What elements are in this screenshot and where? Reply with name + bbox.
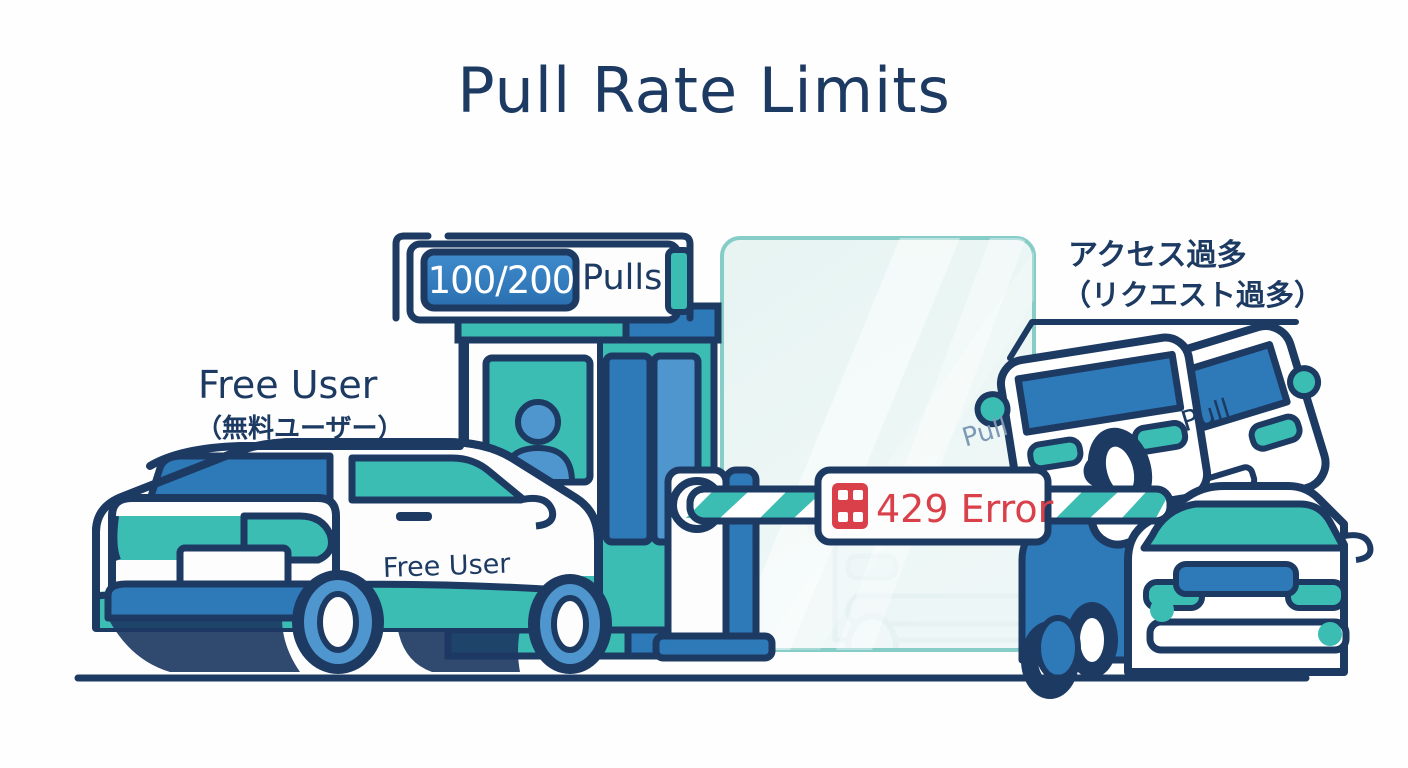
overflow-label-line1: アクセス過多 <box>1068 238 1247 273</box>
pull-counter-value: 100/200 <box>427 258 576 302</box>
car-wheel-rear <box>292 570 384 674</box>
page-title: Pull Rate Limits <box>457 54 951 127</box>
car-door-badge: Free User <box>382 548 511 584</box>
glass-panel-icon <box>720 236 1036 652</box>
counter-panel <box>392 232 694 324</box>
queued-car-front <box>1124 482 1374 676</box>
pull-counter-unit: Pulls <box>582 258 663 298</box>
car-wheel-front <box>528 574 612 674</box>
overflow-label-line2: （リクエスト過多） <box>1062 278 1324 312</box>
error-sign <box>814 466 1052 546</box>
free-user-label-ja: （無料ユーザー） <box>196 414 404 444</box>
domino-icon <box>832 483 868 529</box>
error-sign-text: 429 Error <box>876 487 1054 531</box>
leader-line <box>1007 319 1299 361</box>
free-user-car <box>92 438 612 674</box>
free-user-label-en: Free User <box>198 363 378 407</box>
